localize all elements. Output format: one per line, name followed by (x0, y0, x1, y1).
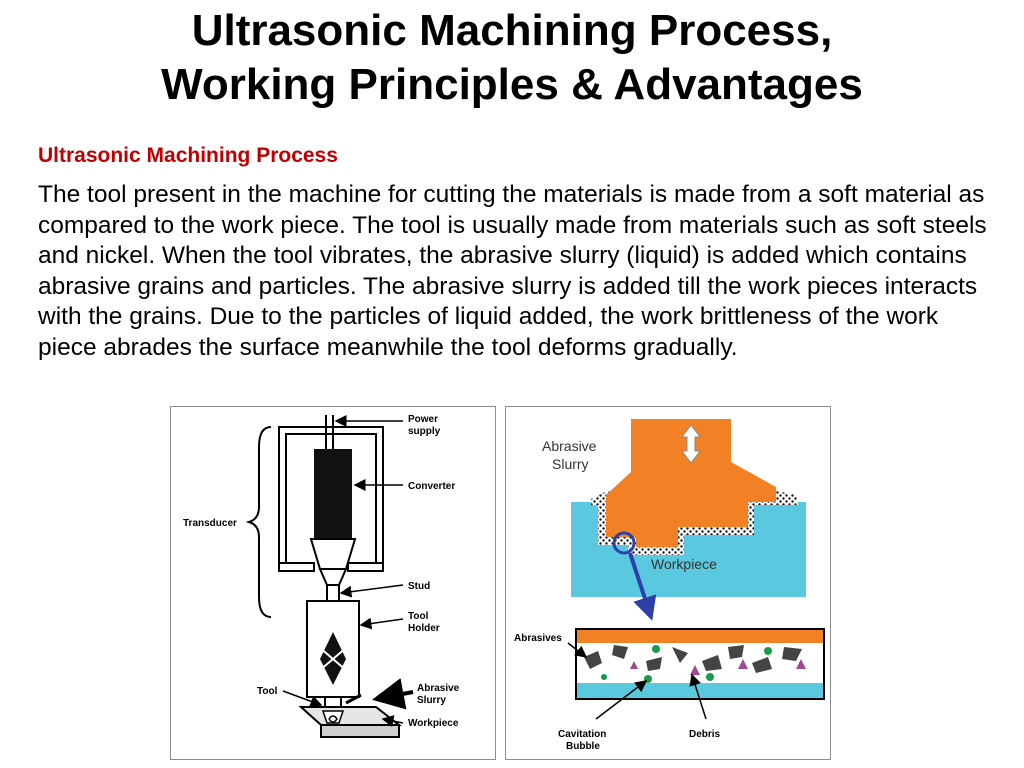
label-cavitation-2: Bubble (566, 741, 600, 752)
converter-block (314, 449, 352, 539)
label-abrasives: Abrasives (514, 633, 562, 644)
label-abrasive-slurry-1: Abrasive (542, 438, 597, 454)
transducer-housing (278, 415, 384, 572)
zoom-arrow (628, 552, 657, 621)
label-power-supply-2: supply (408, 426, 441, 437)
label-workpiece: Workpiece (651, 556, 717, 572)
label-abrasive-slurry-2: Slurry (417, 695, 446, 706)
label-power-supply-1: Power (408, 414, 438, 425)
label-converter: Converter (408, 481, 455, 492)
workpiece-block (571, 502, 806, 597)
label-tool: Tool (257, 686, 278, 697)
vibration-arrow-icon (681, 424, 701, 464)
zoom-circle (612, 531, 636, 555)
label-abrasive-slurry-2: Slurry (552, 456, 589, 472)
label-tool-holder-1: Tool (408, 611, 429, 622)
cutting-zone-svg: Abrasive Slurry Workpiece Abrasives Cavi… (514, 419, 825, 752)
label-abrasive-slurry-1: Abrasive (417, 683, 460, 694)
label-cavitation-1: Cavitation (558, 729, 606, 740)
cutting-zone-figure: Abrasive Slurry Workpiece Abrasives Cavi… (505, 406, 831, 760)
detail-view (575, 628, 825, 700)
slide-title: Ultrasonic Machining Process, Working Pr… (0, 4, 1024, 112)
machine-schematic-figure: Power supply Converter Transducer Stud T… (170, 406, 496, 760)
horn (309, 538, 357, 586)
label-transducer: Transducer (183, 518, 237, 529)
body-paragraph: The tool present in the machine for cutt… (38, 181, 987, 361)
section-subheading: Ultrasonic Machining Process (38, 144, 338, 167)
title-line-1: Ultrasonic Machining Process, (191, 6, 833, 55)
tool-and-workpiece (298, 693, 402, 738)
label-stud: Stud (408, 581, 430, 592)
tool-shape (606, 419, 776, 547)
label-workpiece: Workpiece (408, 718, 459, 729)
title-line-2: Working Principles & Advantages (161, 60, 863, 109)
label-tool-holder-2: Holder (408, 623, 440, 634)
stud (326, 584, 340, 602)
machine-schematic-svg: Power supply Converter Transducer Stud T… (183, 414, 460, 738)
tool-holder (306, 600, 360, 698)
label-debris: Debris (689, 729, 721, 740)
